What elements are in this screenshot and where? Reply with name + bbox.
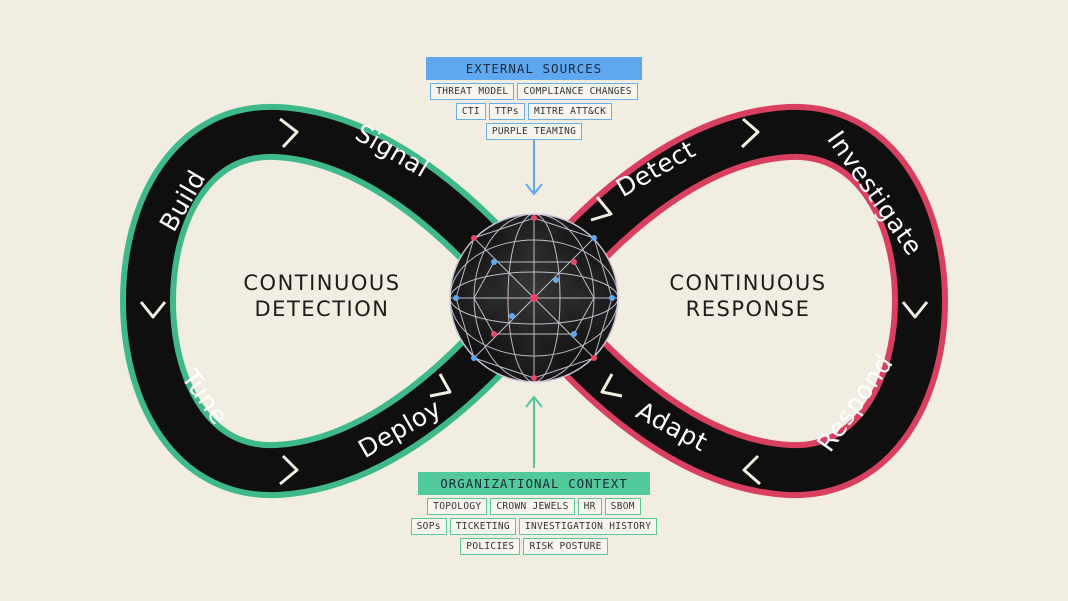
tag-hr: HR (577, 498, 602, 515)
tag-compliance-changes: COMPLIANCE CHANGES (517, 83, 638, 100)
tag-purple-teaming: PURPLE TEAMING (485, 123, 583, 140)
organizational-context-row: TOPOLOGY CROWN JEWELS HR SBOM (426, 498, 643, 515)
detection-title-line1: CONTINUOUS (243, 271, 401, 295)
response-chevrons (590, 117, 929, 486)
response-title: CONTINUOUS RESPONSE (648, 270, 848, 322)
tag-mitre-attack: MITRE ATT&CK (527, 103, 613, 120)
organizational-context-row: SOPs TICKETING INVESTIGATION HISTORY (409, 518, 659, 535)
detection-loop-band (126, 109, 554, 493)
external-sources-header: EXTERNAL SOURCES (426, 57, 642, 80)
response-title-line1: CONTINUOUS (669, 271, 827, 295)
chevron-marker (429, 373, 452, 398)
response-loop (506, 103, 948, 499)
tag-risk-posture: RISK POSTURE (523, 538, 608, 555)
detection-title-line2: DETECTION (254, 297, 390, 321)
external-sources-row: CTI TTPs MITRE ATT&CK (454, 103, 613, 120)
chevron-marker (901, 301, 929, 319)
detection-loop (120, 103, 560, 499)
chevron-marker (740, 117, 760, 149)
chevron-marker (590, 196, 613, 222)
organizational-context-panel: ORGANIZATIONAL CONTEXT TOPOLOGY CROWN JE… (384, 472, 684, 555)
tag-ttps: TTPs (488, 103, 525, 120)
external-sources-row: PURPLE TEAMING (484, 123, 583, 140)
organizational-context-header: ORGANIZATIONAL CONTEXT (418, 472, 650, 495)
tag-threat-model: THREAT MODEL (430, 83, 515, 100)
chevron-marker (279, 454, 299, 486)
chevron-marker (279, 117, 299, 149)
tag-crown-jewels: CROWN JEWELS (490, 498, 575, 515)
tag-ticketing: TICKETING (449, 518, 516, 535)
chevron-marker (139, 301, 167, 319)
response-loop-band (512, 109, 942, 493)
globe-network-icon (449, 213, 619, 383)
detection-chevrons (139, 117, 452, 486)
organizational-context-row: POLICIES RISK POSTURE (459, 538, 609, 555)
chevron-marker (742, 454, 761, 486)
tag-topology: TOPOLOGY (427, 498, 488, 515)
external-sources-row: THREAT MODEL COMPLIANCE CHANGES (429, 83, 640, 100)
detection-title: CONTINUOUS DETECTION (222, 270, 422, 322)
tag-investigation-history: INVESTIGATION HISTORY (518, 518, 658, 535)
tag-policies: POLICIES (460, 538, 521, 555)
context-arrow (525, 395, 543, 468)
external-sources-panel: EXTERNAL SOURCES THREAT MODEL COMPLIANCE… (384, 57, 684, 140)
tag-cti: CTI (455, 103, 486, 120)
chevron-marker (600, 373, 623, 398)
tag-sops: SOPs (410, 518, 447, 535)
tag-sbom: SBOM (604, 498, 641, 515)
response-title-line2: RESPONSE (685, 297, 811, 321)
external-arrow (525, 140, 543, 196)
